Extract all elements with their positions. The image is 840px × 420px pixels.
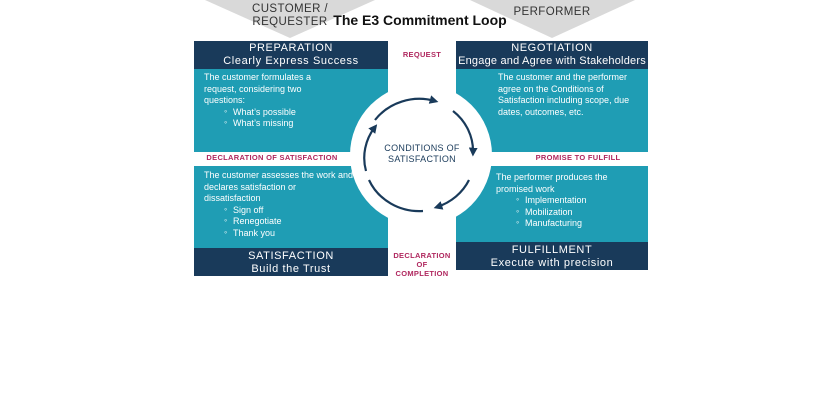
preparation-bullet: What’s missing bbox=[224, 117, 344, 130]
cycle-arrow-negotiation bbox=[452, 110, 478, 157]
satisfaction-bullet: Renegotiate bbox=[224, 215, 354, 228]
fulfillment-heading: FULFILLMENT bbox=[511, 244, 593, 256]
center-label: CONDITIONS OF SATISFACTION bbox=[384, 143, 460, 164]
satisfaction-bullet: Thank you bbox=[224, 227, 354, 240]
stage-label-declaration-of-satisfaction: DECLARATION OF SATISFACTION bbox=[194, 153, 350, 162]
fulfillment-body: The performer produces the promised work… bbox=[496, 172, 636, 230]
customer-role-label: CUSTOMER / REQUESTER bbox=[252, 3, 328, 28]
satisfaction-heading: SATISFACTION bbox=[248, 250, 334, 262]
preparation-text: The customer formulates a request, consi… bbox=[204, 72, 312, 105]
satisfaction-bullet: Sign off bbox=[224, 204, 354, 217]
cycle-arrow-fulfillment bbox=[433, 179, 470, 210]
fulfillment-text: The performer produces the promised work bbox=[496, 172, 608, 194]
negotiation-heading: NEGOTIATION bbox=[511, 42, 593, 54]
stage-label-promise-to-fulfill: PROMISE TO FULFILL bbox=[522, 153, 634, 162]
fulfillment-bullet: Mobilization bbox=[516, 206, 636, 219]
role-chevrons bbox=[205, 0, 635, 38]
satisfaction-text: The customer assesses the work and decla… bbox=[204, 170, 354, 203]
satisfaction-bullets: Sign off Renegotiate Thank you bbox=[204, 204, 354, 240]
performer-chevron bbox=[470, 0, 635, 38]
fulfillment-bullet: Manufacturing bbox=[516, 217, 636, 230]
preparation-subheading: Clearly Express Success bbox=[223, 55, 359, 67]
preparation-bullets: What’s possible What’s missing bbox=[204, 106, 344, 130]
cycle-arrow-completion bbox=[368, 179, 424, 213]
fulfillment-subheading: Execute with precision bbox=[490, 257, 614, 269]
stage-label-request: REQUEST bbox=[402, 50, 442, 59]
cycle-arrow-request bbox=[374, 95, 439, 121]
negotiation-text: The customer and the performer agree on … bbox=[498, 72, 630, 117]
page-title: The E3 Commitment Loop bbox=[333, 12, 507, 28]
commitment-cycle bbox=[350, 85, 492, 226]
preparation-heading: PREPARATION bbox=[249, 42, 333, 54]
preparation-header: PREPARATION Clearly Express Success bbox=[194, 41, 388, 69]
fulfillment-bullet: Implementation bbox=[516, 194, 636, 207]
cycle-arrow-satisfaction bbox=[363, 124, 378, 172]
satisfaction-subheading: Build the Trust bbox=[251, 263, 331, 275]
negotiation-subheading: Engage and Agree with Stakeholders bbox=[458, 55, 646, 67]
satisfaction-body: The customer assesses the work and decla… bbox=[204, 170, 354, 239]
center-circle bbox=[350, 85, 492, 226]
preparation-bullet: What’s possible bbox=[224, 106, 344, 119]
satisfaction-header: SATISFACTION Build the Trust bbox=[194, 248, 388, 276]
fulfillment-bullets: Implementation Mobilization Manufacturin… bbox=[496, 194, 636, 230]
performer-role-label: PERFORMER bbox=[513, 6, 591, 18]
preparation-body: The customer formulates a request, consi… bbox=[204, 72, 344, 130]
stage-label-declaration-of-completion: DECLARATION OF COMPLETION bbox=[393, 251, 451, 278]
negotiation-header: NEGOTIATION Engage and Agree with Stakeh… bbox=[456, 41, 648, 69]
fulfillment-header: FULFILLMENT Execute with precision bbox=[456, 242, 648, 270]
negotiation-body: The customer and the performer agree on … bbox=[498, 72, 630, 118]
customer-chevron bbox=[205, 0, 375, 38]
